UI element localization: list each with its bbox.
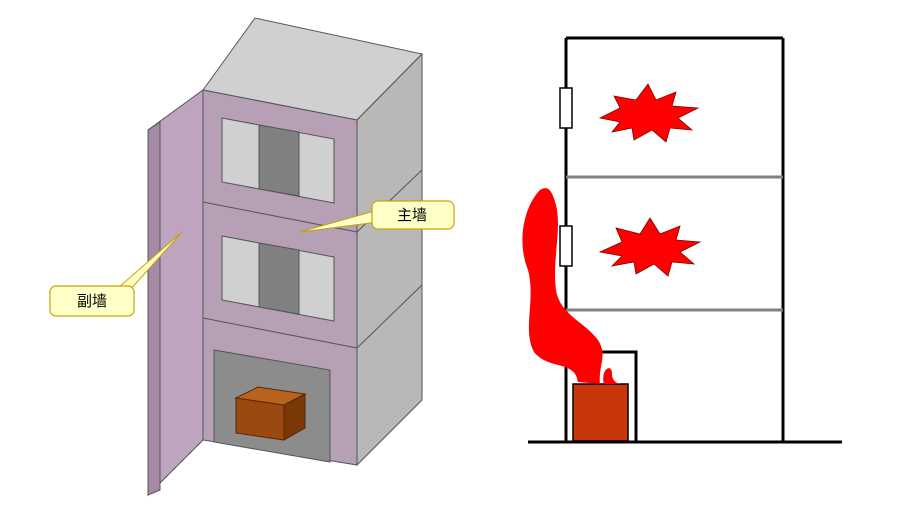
storage-box <box>234 386 307 441</box>
building-3d <box>147 17 423 497</box>
fire-burst-upper <box>598 83 700 143</box>
flame-plume <box>522 188 622 384</box>
callout-main-wall-label: 主墙 <box>397 206 427 224</box>
floor-line-front-2 <box>202 317 358 349</box>
burning-box <box>572 383 629 442</box>
fire-burst-lower <box>598 217 702 277</box>
section-window-upper <box>559 87 573 129</box>
building-section <box>522 36 842 444</box>
callout-side-wall: 副墙 <box>49 231 183 317</box>
section-window-middle <box>559 225 573 267</box>
callout-side-wall-label: 副墙 <box>77 292 107 310</box>
floor-line-right-2 <box>356 284 423 349</box>
window-floor-2 <box>221 235 335 322</box>
side-wall-plate <box>147 89 204 497</box>
callout-main-wall: 主墙 <box>299 200 455 233</box>
building-right-face <box>356 52 423 467</box>
window-floor-1 <box>221 117 335 204</box>
